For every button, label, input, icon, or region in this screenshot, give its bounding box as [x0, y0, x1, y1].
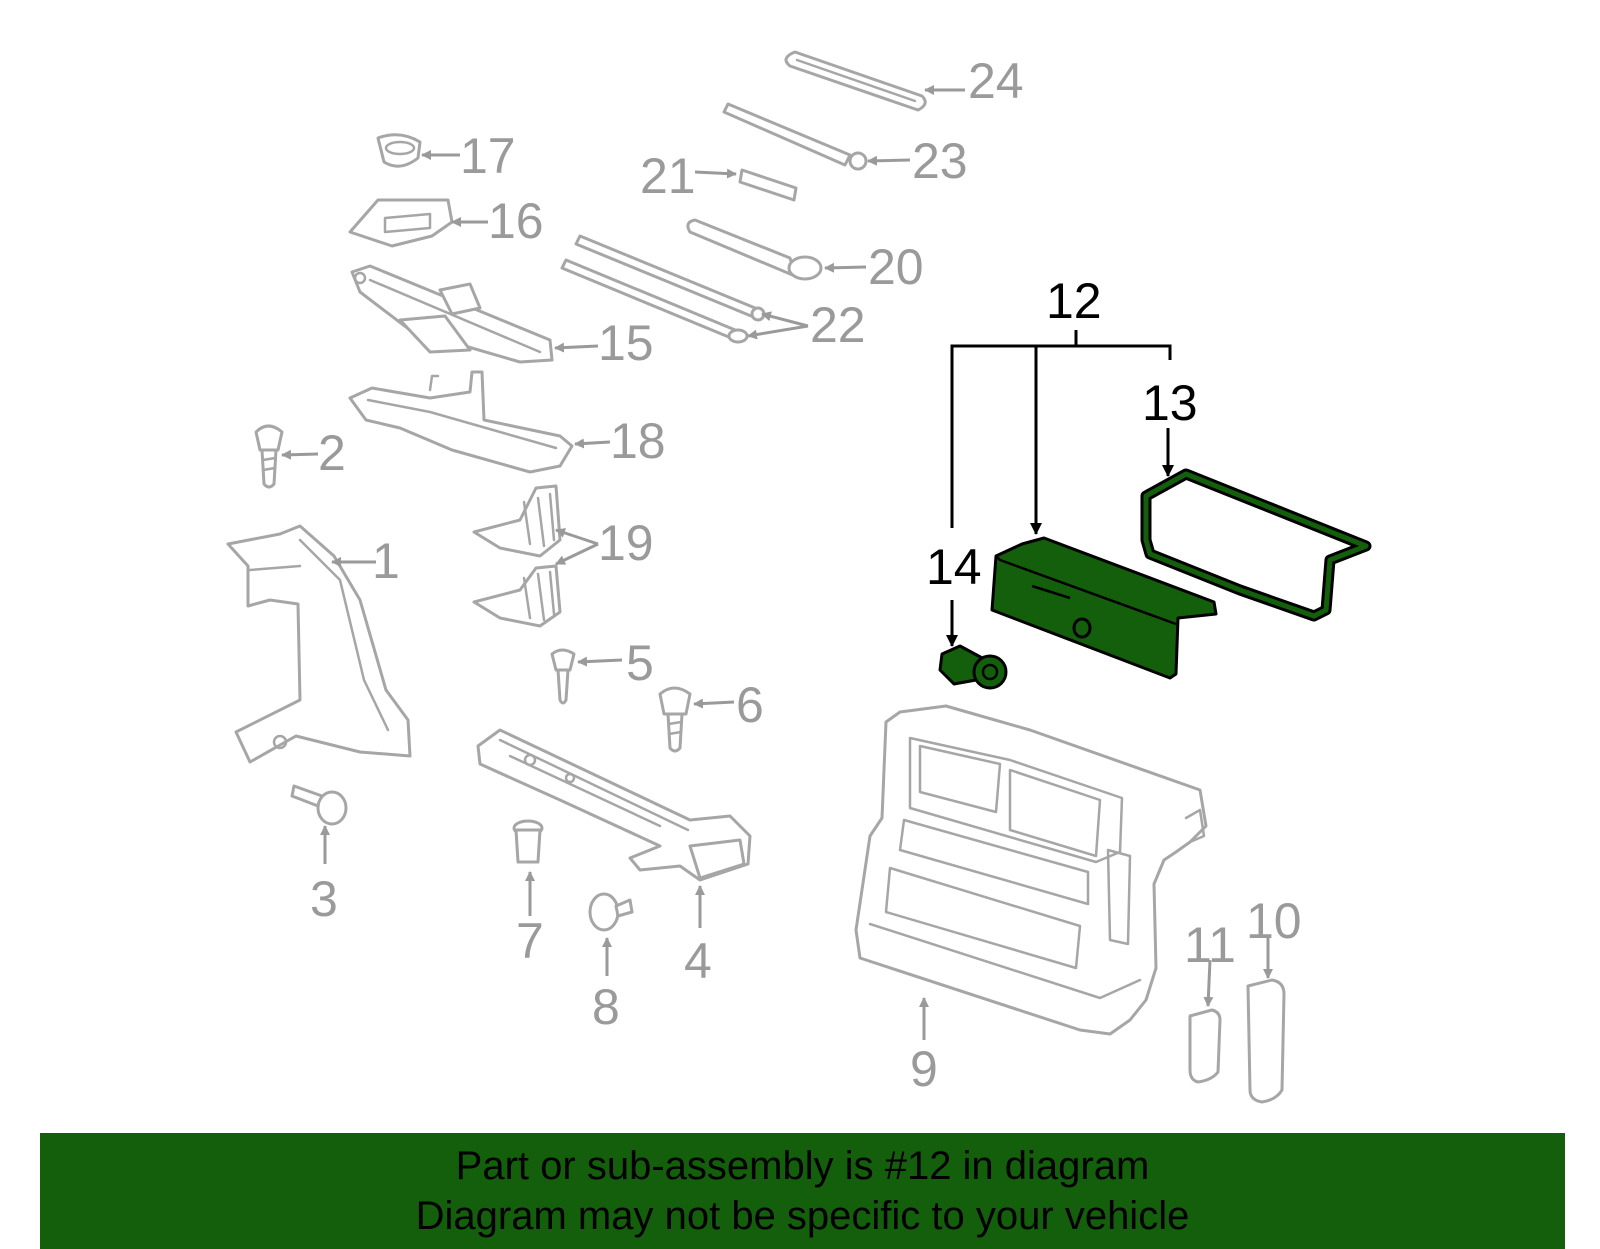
callout-1: 1	[372, 533, 400, 589]
leader-11	[1203, 959, 1214, 1007]
part-5-screw	[550, 648, 576, 705]
part-13-seal-frame	[1140, 468, 1372, 622]
callout-21: 21	[640, 148, 696, 204]
part-15-jack	[350, 264, 554, 364]
part-14-latch	[938, 644, 1008, 690]
leader-18	[574, 438, 611, 449]
part-16-bracket	[348, 198, 454, 248]
callout-4: 4	[684, 933, 712, 989]
callout-19: 19	[598, 515, 654, 571]
part-24-tube	[784, 50, 927, 112]
bracket-12	[950, 344, 1172, 528]
callout-3: 3	[310, 871, 338, 927]
leader-23	[867, 155, 911, 166]
part-23-rod	[722, 102, 868, 171]
callout-16: 16	[488, 193, 544, 249]
callout-14: 14	[926, 539, 982, 595]
notice-banner: Part or sub-assembly is #12 in diagram D…	[40, 1133, 1565, 1249]
leader-5	[577, 656, 623, 667]
part-7-push-pin	[512, 819, 544, 864]
callout-23: 23	[912, 133, 968, 189]
leader-15	[554, 342, 599, 353]
part-2-bolt	[254, 424, 284, 489]
callout-22: 22	[810, 297, 866, 353]
part-8-clip	[588, 892, 634, 932]
callout-8: 8	[592, 979, 620, 1035]
part-4-rail	[476, 728, 752, 882]
part-1-pillar-trim	[226, 524, 412, 764]
leader-19b	[555, 542, 599, 566]
part-21-bar	[738, 168, 798, 202]
part-18-base	[348, 370, 574, 474]
part-3-bolt	[290, 784, 348, 826]
callout-7: 7	[516, 913, 544, 969]
callout-2: 2	[318, 425, 346, 481]
callout-10: 10	[1246, 893, 1302, 949]
callout-18: 18	[610, 413, 666, 469]
part-22-rods	[560, 234, 766, 344]
leader-19a	[555, 528, 599, 546]
part-12-storage-lid	[990, 536, 1218, 680]
callout-5: 5	[626, 635, 654, 691]
callout-6: 6	[736, 677, 764, 733]
callout-17: 17	[460, 128, 516, 184]
banner-line-1: Part or sub-assembly is #12 in diagram	[455, 1144, 1150, 1188]
part-20-wrench	[686, 218, 823, 281]
part-17-cap	[376, 133, 422, 168]
leader-22a	[761, 311, 809, 328]
part-9-quarter-trim-panel	[854, 704, 1208, 1036]
callout-13: 13	[1142, 375, 1198, 431]
callout-11: 11	[1184, 917, 1236, 973]
part-10-tall-panel	[1246, 978, 1286, 1104]
leader-21	[694, 168, 737, 179]
callout-12: 12	[1046, 273, 1102, 329]
leader-2	[281, 449, 319, 460]
callout-20: 20	[868, 239, 924, 295]
leader-20	[824, 262, 867, 273]
part-19-clips	[472, 484, 562, 628]
callout-15: 15	[598, 315, 654, 371]
banner-line-2: Diagram may not be specific to your vehi…	[415, 1194, 1190, 1238]
leader-6	[693, 698, 735, 709]
callout-24: 24	[968, 53, 1024, 109]
part-6-bolt	[658, 686, 692, 753]
part-11-small-panel	[1188, 1008, 1222, 1084]
leader-22b	[747, 324, 809, 340]
callout-9: 9	[910, 1041, 938, 1097]
